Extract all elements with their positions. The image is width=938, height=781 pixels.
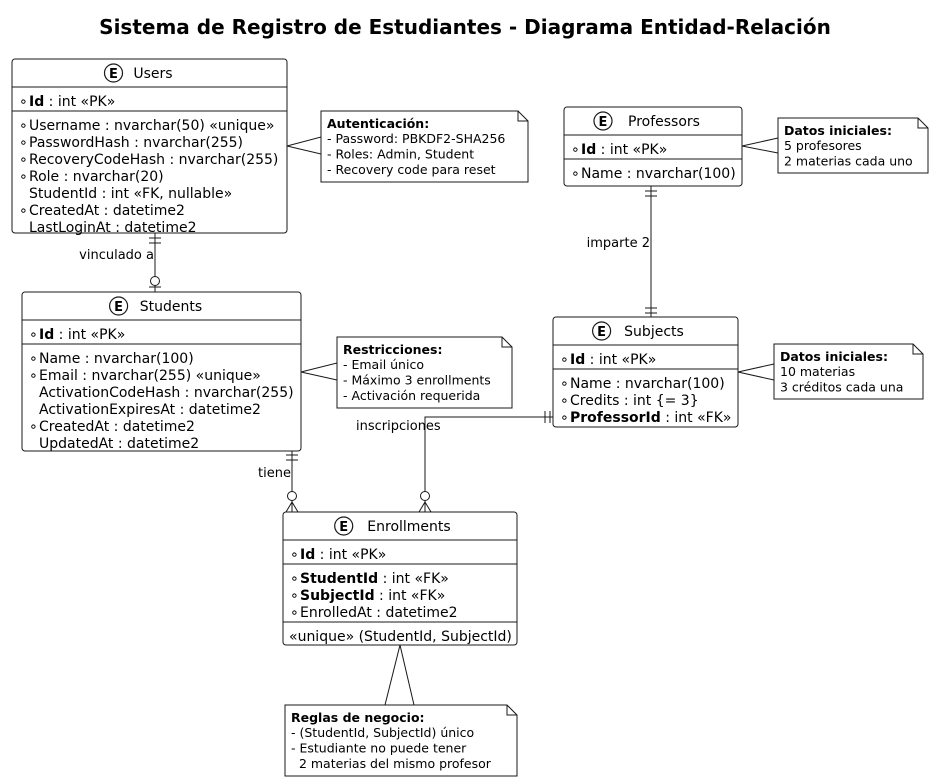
- note-restrictions: Restricciones:- Email único- Máximo 3 en…: [336, 336, 513, 409]
- attribute-row: ∘Email : nvarchar(255) «unique»: [29, 368, 261, 384]
- relationship-professors-subjects: imparte 2: [587, 186, 657, 317]
- entity-icon: E: [334, 516, 354, 536]
- attribute-row: ∘CreatedAt : datetime2: [29, 419, 195, 435]
- entity-enrollments[interactable]: E Enrollments ∘Id : int «PK» ∘StudentId : i…: [282, 511, 518, 646]
- entity-users[interactable]: E Users ∘Id : int «PK» ∘Username : nvarchar…: [11, 58, 288, 236]
- note-line: 3 créditos cada una: [780, 380, 903, 395]
- note-line: - Email único: [343, 357, 424, 372]
- note-line: 5 profesores: [784, 138, 862, 153]
- attribute-row: ∘ProfessorId : int «FK»: [560, 410, 731, 426]
- note-line: 2 materias del mismo profesor: [291, 756, 492, 771]
- svg-text:E: E: [597, 325, 606, 340]
- entity-name: Subjects: [624, 324, 684, 340]
- attribute-row: ∘Id : int «PK»: [560, 352, 656, 368]
- svg-text:E: E: [114, 300, 123, 315]
- attribute-row: ∘CreatedAt : datetime2: [19, 203, 185, 219]
- svg-text:E: E: [109, 67, 118, 82]
- entity-icon: E: [108, 296, 129, 316]
- relationship-subjects-enrollments: inscripciones: [356, 411, 553, 513]
- note-line: 10 materias: [780, 364, 855, 379]
- relationship-label-subjects-enrollments: inscripciones: [356, 419, 441, 434]
- attribute-row: ∘Id : int «PK»: [571, 142, 667, 158]
- attribute-row: StudentId : int «FK, nullable»: [29, 186, 232, 202]
- attribute-row: ∘Id : int «PK»: [290, 547, 386, 563]
- constraint-row: «unique» (StudentId, SubjectId): [289, 629, 512, 645]
- attribute-row: ∘Id : int «PK»: [19, 94, 115, 110]
- relationship-students-enrollments: tiene: [258, 451, 299, 513]
- entity-name: Students: [140, 299, 202, 315]
- attribute-row: ∘StudentId : int «FK»: [290, 571, 449, 587]
- entity-name: Enrollments: [367, 519, 450, 535]
- attribute-row: ActivationExpiresAt : datetime2: [39, 402, 261, 418]
- entity-professors[interactable]: E Professors ∘Id : int «PK» ∘Name : nvarcha…: [563, 106, 743, 187]
- note-line: - Roles: Admin, Student: [327, 147, 474, 162]
- note-line: - (StudentId, SubjectId) único: [291, 725, 474, 740]
- entity-name: Users: [133, 66, 172, 82]
- relationship-label-professors-subjects: imparte 2: [587, 236, 650, 251]
- attribute-row: ∘Role : nvarchar(20): [19, 169, 164, 185]
- note-business-rules: Reglas de negocio:- (StudentId, SubjectI…: [284, 704, 518, 777]
- note-authentication: Autenticación:- Password: PBKDF2-SHA256-…: [320, 110, 529, 183]
- note-title: Reglas de negocio:: [291, 710, 425, 725]
- entity-icon: E: [103, 63, 124, 83]
- attribute-row: ∘Name : nvarchar(100): [560, 376, 725, 392]
- relationship-label-users-students: vinculado a: [79, 248, 154, 263]
- svg-text:E: E: [339, 520, 348, 535]
- note-line: 2 materias cada uno: [784, 154, 913, 169]
- relationship-users-students: vinculado a: [79, 233, 161, 292]
- relationship-label-students-enrollments: tiene: [258, 466, 291, 481]
- note-title: Autenticación:: [327, 116, 429, 131]
- attribute-row: ∘Name : nvarchar(100): [29, 351, 194, 367]
- entity-icon: E: [593, 111, 613, 131]
- entity-name: Professors: [628, 114, 700, 130]
- diagram-title: Sistema de Registro de Estudiantes - Dia…: [99, 15, 831, 39]
- note-line: - Password: PBKDF2-SHA256: [327, 131, 505, 146]
- note-title: Restricciones:: [343, 342, 442, 357]
- note-line: - Estudiante no puede tener: [291, 741, 467, 756]
- attribute-row: LastLoginAt : datetime2: [29, 220, 196, 236]
- note-line: - Activación requerida: [343, 388, 480, 403]
- attribute-row: ∘RecoveryCodeHash : nvarchar(255): [19, 152, 278, 168]
- attribute-row: ∘PasswordHash : nvarchar(255): [19, 135, 243, 151]
- note-title: Datos iniciales:: [784, 123, 892, 138]
- entity-subjects[interactable]: E Subjects ∘Id : int «PK» ∘Name : nvarchar(…: [552, 316, 739, 428]
- attribute-row: ∘Name : nvarchar(100): [571, 166, 736, 182]
- note-line: - Máximo 3 enrollments: [343, 373, 491, 388]
- attribute-row: ∘Username : nvarchar(50) «unique»: [19, 118, 274, 134]
- entity-students[interactable]: E Students ∘Id : int «PK» ∘Name : nvarchar(…: [21, 291, 302, 452]
- attribute-row: ActivationCodeHash : nvarchar(255): [39, 385, 294, 401]
- note-line: - Recovery code para reset: [327, 162, 496, 177]
- attribute-row: UpdatedAt : datetime2: [39, 436, 199, 452]
- attribute-row: ∘Credits : int {= 3}: [560, 393, 699, 409]
- attribute-row: ∘EnrolledAt : datetime2: [290, 605, 458, 621]
- attribute-row: ∘Id : int «PK»: [29, 327, 125, 343]
- note-title: Datos iniciales:: [780, 349, 888, 364]
- entity-icon: E: [591, 321, 612, 341]
- svg-text:E: E: [599, 115, 608, 130]
- attribute-row: ∘SubjectId : int «FK»: [290, 588, 445, 604]
